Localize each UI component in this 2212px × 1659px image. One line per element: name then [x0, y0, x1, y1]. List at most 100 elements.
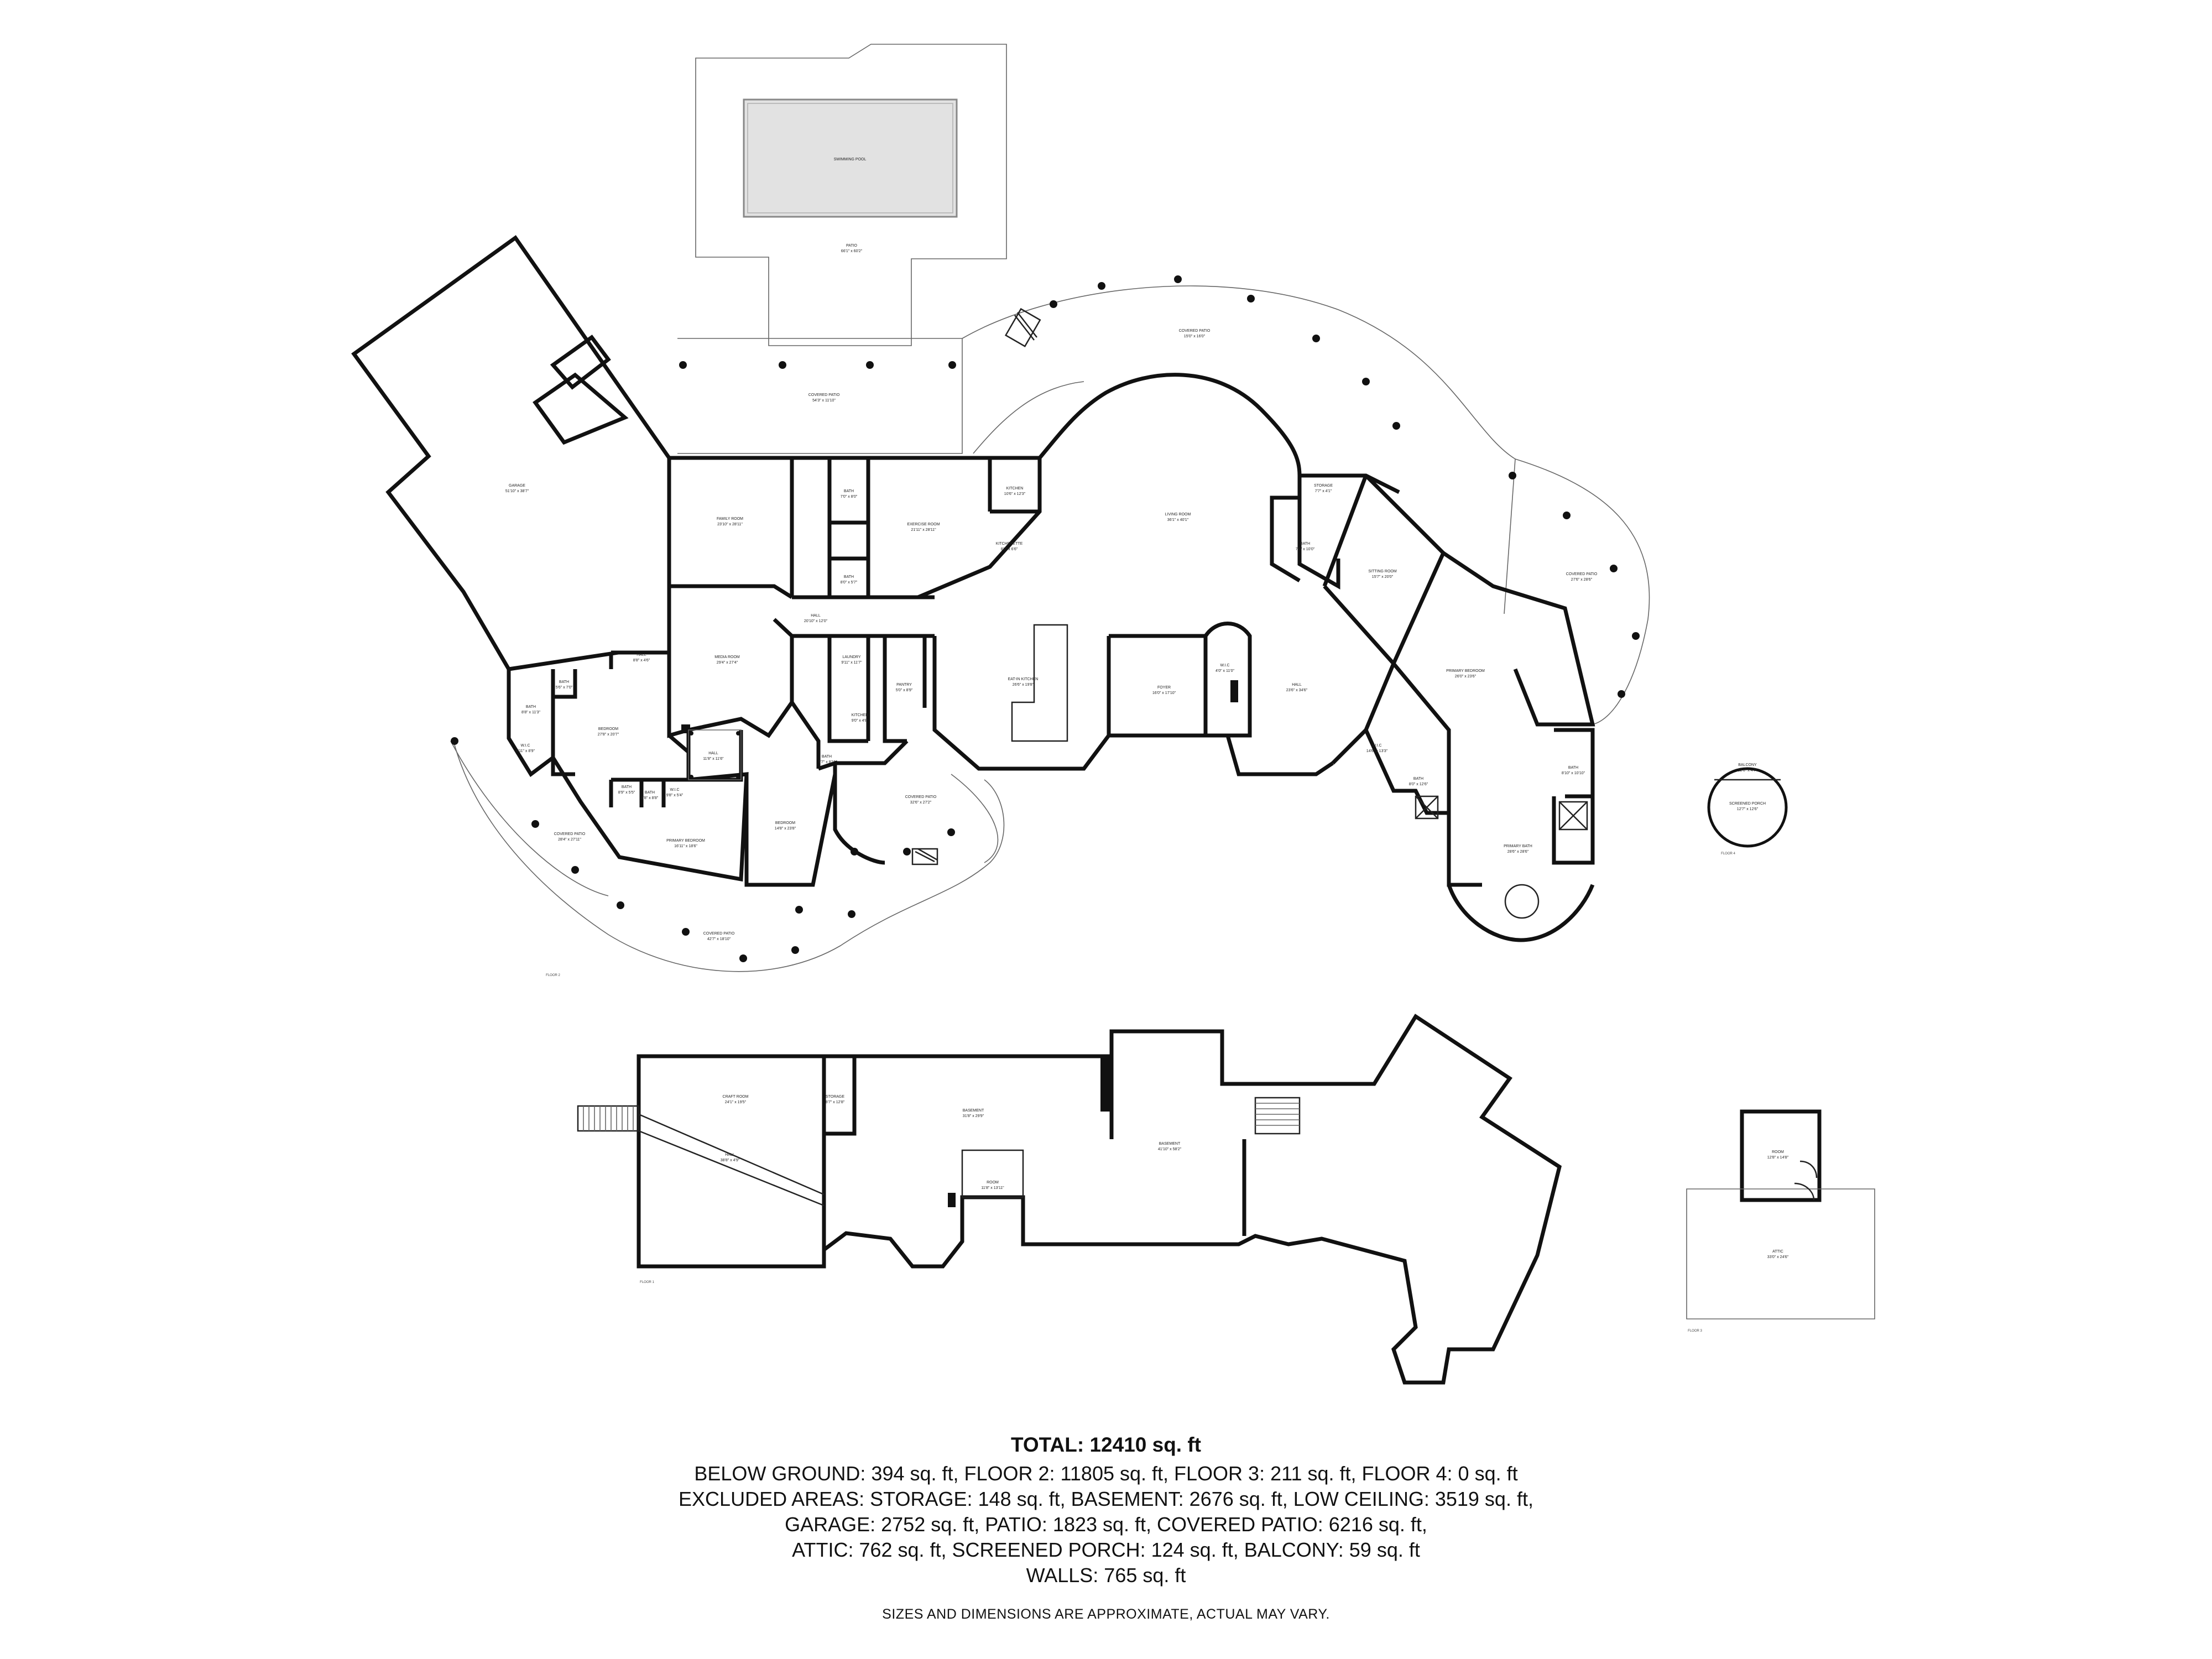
- floor-1-label: FLOOR 1: [640, 1281, 654, 1284]
- eat-kitchen-label: EAT-IN KITCHEN: [1008, 677, 1039, 681]
- pantry-label: PANTRY: [896, 683, 912, 687]
- basement-2-dim: 41'10" x 58'2": [1158, 1147, 1182, 1151]
- bath-ex2-dim: 8'0" x 5'7": [841, 581, 858, 585]
- hall-garage-dim: 8'8" x 4'6": [633, 659, 650, 662]
- hall-b-label: HALL: [725, 1153, 735, 1157]
- total-area: TOTAL: 12410 sq. ft: [1010, 1433, 1202, 1456]
- bath-right-small-dim: 8'0" x 12'6": [1409, 782, 1428, 786]
- bath-left-dim: 8'8" x 11'3": [521, 711, 540, 714]
- covered-patio-mid-dim: 54'3" x 11'10": [812, 399, 836, 403]
- craft-room-label: CRAFT ROOM: [723, 1095, 749, 1099]
- living-room-label: LIVING ROOM: [1165, 513, 1191, 517]
- bath-right-small-label: BATH: [1413, 777, 1423, 781]
- covered-patio-bottom-dim: 42'7" x 18'10": [707, 937, 731, 941]
- floor-3: ROOM 12'8" x 14'8" ATTIC 33'0" x 24'6" F…: [1686, 1109, 1875, 1333]
- family-room-label: FAMILY ROOM: [717, 517, 743, 521]
- bath-left2-dim: 5'6" x 7'0": [556, 686, 573, 690]
- covered-patio-top-dim: 15'0" x 16'0": [1184, 335, 1206, 338]
- wic-right-dim: 14'6" x 13'3": [1366, 749, 1388, 753]
- bedroom-left-dim: 27'8" x 20'7": [598, 733, 619, 737]
- bath-laundry-dim: 5'7" x 8'1": [818, 760, 836, 764]
- media-room-label: MEDIA ROOM: [714, 655, 740, 659]
- summary-line-2: EXCLUDED AREAS: STORAGE: 148 sq. ft, BAS…: [679, 1488, 1533, 1510]
- primary-bedroom-left-dim: 16'11" x 18'6": [674, 844, 697, 848]
- exercise-room-dim: 21'11" x 28'11": [911, 528, 936, 532]
- patio-dim: 66'1" x 60'2": [841, 249, 863, 253]
- room-f3-dim: 12'8" x 14'8": [1767, 1156, 1789, 1160]
- kitchen-label: KITCHEN: [1006, 487, 1024, 491]
- wic-foyer-label: W.I.C: [1220, 664, 1229, 667]
- bath-mid2-dim: 8'8" x 8'8": [641, 796, 659, 800]
- craft-room-dim: 24'1" x 19'5": [725, 1100, 747, 1104]
- garage: GARAGE 51'10" x 38'7": [351, 235, 671, 671]
- foyer-label: FOYER: [1157, 686, 1171, 690]
- kitchenette-dim: 8'0" x 6'6": [1001, 547, 1018, 551]
- covered-patio-mid-label: COVERED PATIO: [808, 393, 840, 397]
- bedroom-mid-dim: 14'8" x 23'8": [775, 827, 796, 831]
- wic-foyer-dim: 4'0" x 11'0": [1215, 669, 1234, 673]
- bath-ex-label: BATH: [844, 489, 854, 493]
- laundry-dim: 9'11" x 11'7": [841, 661, 862, 665]
- covered-patio-bottom-label: COVERED PATIO: [703, 932, 735, 936]
- floor-2-label: FLOOR 2: [546, 974, 560, 977]
- eat-kitchen-dim: 26'6" x 19'8": [1013, 683, 1034, 687]
- balcony-dim: 12'0" x 4'7": [1738, 769, 1757, 773]
- bath-ex-dim: 7'0" x 8'0": [841, 495, 858, 499]
- covered-patio-right-dim: 27'6" x 28'6": [1571, 578, 1593, 582]
- primary-bath-dim: 28'6" x 28'6": [1507, 850, 1529, 854]
- swimming-pool-label: SWIMMING POOL: [834, 158, 867, 161]
- covered-patio-top-label: COVERED PATIO: [1179, 329, 1211, 333]
- media-room-dim: 29'4" x 27'4": [717, 661, 738, 665]
- bath-mid-dim: 8'9" x 5'5": [618, 791, 635, 795]
- covered-patio-left-dim: 28'4" x 27'11": [558, 838, 581, 842]
- bath-top-label: BATH: [1300, 542, 1310, 546]
- covered-patio-left-label: COVERED PATIO: [554, 832, 586, 836]
- storage-label: STORAGE: [1314, 484, 1333, 488]
- kitchen-dim: 10'6" x 12'3": [1004, 492, 1026, 496]
- wic-left-label: W.I.C: [520, 744, 530, 748]
- bath-right-dim: 8'10" x 10'10": [1562, 771, 1585, 775]
- summary-line-1: BELOW GROUND: 394 sq. ft, FLOOR 2: 11805…: [694, 1462, 1518, 1485]
- attic-dim: 33'0" x 24'6": [1767, 1255, 1789, 1259]
- screened-porch-label: SCREENED PORCH: [1729, 802, 1766, 806]
- room-b-label: ROOM: [987, 1181, 999, 1185]
- attic-label: ATTIC: [1772, 1250, 1783, 1254]
- bath-laundry-label: BATH: [822, 755, 832, 759]
- disclaimer: SIZES AND DIMENSIONS ARE APPROXIMATE, AC…: [882, 1606, 1330, 1622]
- hall-garage-label: HALL: [637, 653, 646, 657]
- hall-media-dim: 11'8" x 11'6": [703, 757, 724, 761]
- primary-bedroom-left-label: PRIMARY BEDROOM: [666, 839, 705, 843]
- pool-area: SWIMMING POOL PATIO 66'1" x 60'2": [695, 44, 1007, 346]
- hall-right-label: HALL: [1292, 683, 1302, 687]
- kitchen-small-dim: 9'0" x 4'8": [852, 719, 869, 723]
- living-room-dim: 36'1" x 40'1": [1167, 518, 1189, 522]
- bath-mid-label: BATH: [622, 785, 632, 789]
- bath-left2-label: BATH: [559, 680, 569, 684]
- bedroom-left-label: BEDROOM: [598, 727, 618, 731]
- bedroom-mid-label: BEDROOM: [775, 821, 795, 825]
- sitting-room-dim: 15'7" x 20'0": [1372, 575, 1394, 579]
- main-floor-labels: FAMILY ROOM 23'10" x 28'11" EXERCISE ROO…: [516, 484, 1585, 977]
- covered-patios: COVERED PATIO 15'0" x 16'0" COVERED PATI…: [450, 285, 1650, 972]
- primary-bedroom-right-dim: 26'0" x 23'6": [1455, 675, 1477, 679]
- covered-patio-center-dim: 32'6" x 27'2": [910, 801, 932, 805]
- basement-1-label: BASEMENT: [963, 1109, 984, 1113]
- garage-dim: 51'10" x 38'7": [505, 489, 529, 493]
- room-f3-label: ROOM: [1772, 1150, 1784, 1154]
- storage-b-dim: 8'7" x 12'8": [826, 1100, 845, 1104]
- floor-1: CRAFT ROOM 24'1" x 19'5" STORAGE 8'7" x …: [577, 1014, 1562, 1385]
- summary-line-4: ATTIC: 762 sq. ft, SCREENED PORCH: 124 s…: [792, 1538, 1420, 1561]
- wic-mid-label: W.I.C: [670, 788, 679, 792]
- sitting-room-label: SITTING ROOM: [1368, 570, 1397, 573]
- wic-left-dim: 6'11" x 8'9": [516, 749, 535, 753]
- family-room-dim: 23'10" x 28'11": [717, 523, 743, 526]
- room-b-dim: 11'8" x 13'11": [981, 1186, 1004, 1190]
- storage-dim: 7'7" x 4'1": [1315, 489, 1332, 493]
- patio-label: PATIO: [846, 244, 858, 248]
- primary-bath-label: PRIMARY BATH: [1504, 844, 1532, 848]
- garage-label: GARAGE: [509, 484, 525, 488]
- exercise-room-label: EXERCISE ROOM: [907, 523, 940, 526]
- hall-media-label: HALL: [708, 752, 718, 755]
- storage-b-label: STORAGE: [826, 1095, 844, 1099]
